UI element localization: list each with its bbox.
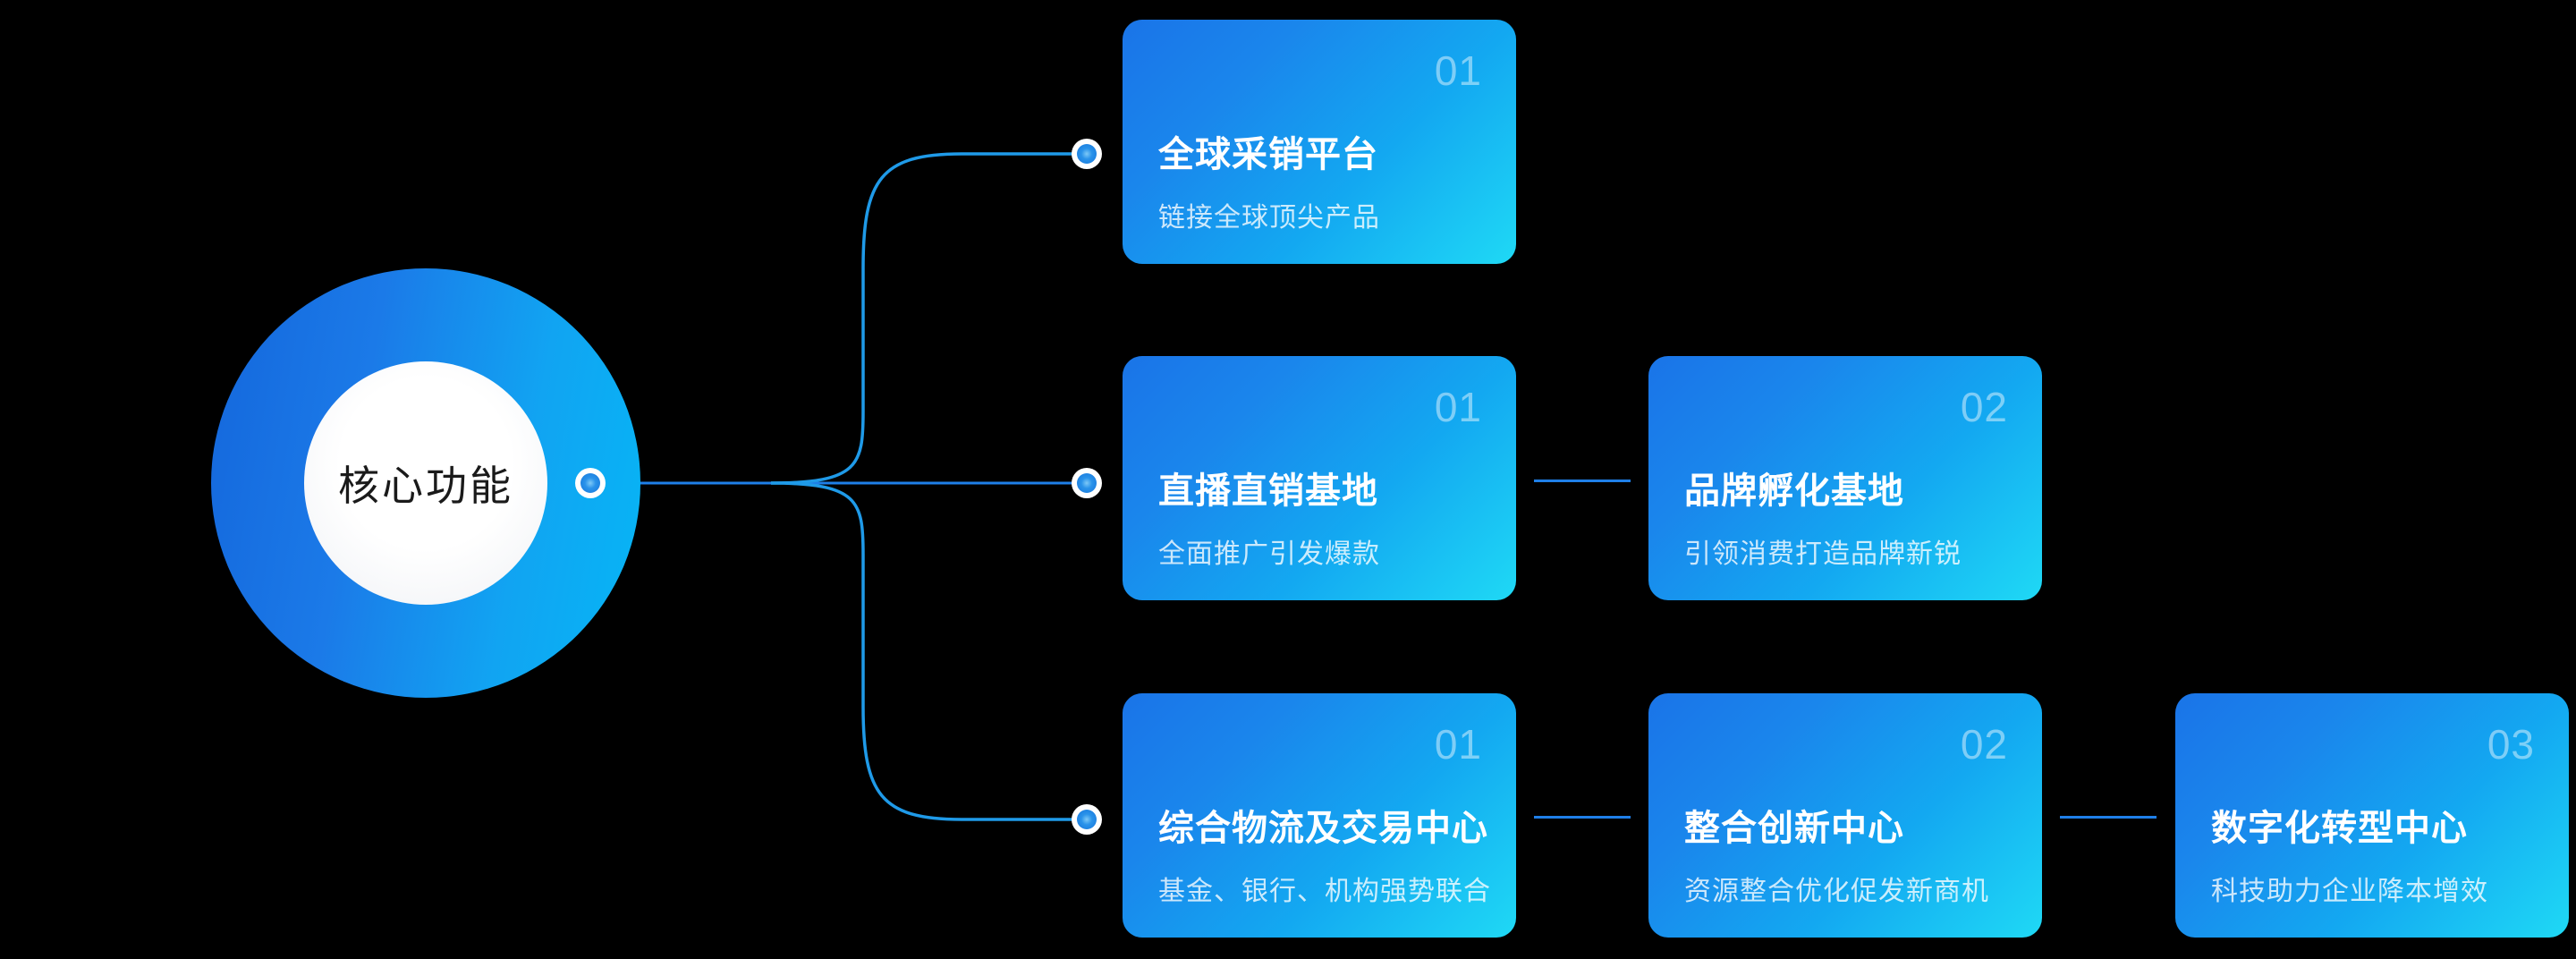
- node-dot-branch-1[interactable]: [1072, 139, 1102, 169]
- card-number: 02: [1960, 384, 2008, 430]
- card-title: 品牌孵化基地: [1684, 471, 1904, 511]
- card-logistics-trading-center[interactable]: 01 综合物流及交易中心 基金、银行、机构强势联合: [1123, 693, 1516, 938]
- card-title: 直播直销基地: [1158, 471, 1378, 511]
- card-subtitle: 引领消费打造品牌新锐: [1684, 539, 1962, 569]
- card-subtitle: 科技助力企业降本增效: [2211, 877, 2488, 906]
- card-integrated-innovation-center[interactable]: 02 整合创新中心 资源整合优化促发新商机: [1648, 693, 2042, 938]
- card-number: 01: [1434, 384, 1482, 430]
- card-title: 数字化转型中心: [2211, 809, 2468, 848]
- card-live-streaming-base[interactable]: 01 直播直销基地 全面推广引发爆款: [1123, 356, 1516, 600]
- node-dot-branch-2[interactable]: [1072, 468, 1102, 498]
- card-subtitle: 基金、银行、机构强势联合: [1158, 877, 1491, 906]
- card-brand-incubation-base[interactable]: 02 品牌孵化基地 引领消费打造品牌新锐: [1648, 356, 2042, 600]
- connector-branch-top: [770, 152, 1087, 485]
- card-number: 03: [2487, 721, 2535, 768]
- card-title: 全球采销平台: [1158, 135, 1378, 174]
- card-digital-transformation-center[interactable]: 03 数字化转型中心 科技助力企业降本增效: [2175, 693, 2569, 938]
- hub-label: 核心功能: [338, 463, 513, 509]
- card-link-row3-2-3: [2060, 816, 2157, 819]
- card-number: 02: [1960, 721, 2008, 768]
- card-subtitle: 资源整合优化促发新商机: [1684, 877, 1989, 906]
- connector-branch-bottom: [770, 481, 1087, 821]
- card-global-sourcing-platform[interactable]: 01 全球采销平台 链接全球顶尖产品: [1123, 20, 1516, 264]
- card-link-row3-1-2: [1534, 816, 1631, 819]
- node-dot-hub[interactable]: [575, 468, 606, 498]
- card-subtitle: 全面推广引发爆款: [1158, 539, 1380, 569]
- card-title: 整合创新中心: [1684, 809, 1904, 848]
- card-link-row2-1-2: [1534, 480, 1631, 482]
- node-dot-branch-3[interactable]: [1072, 804, 1102, 835]
- card-subtitle: 链接全球顶尖产品: [1158, 203, 1380, 233]
- card-number: 01: [1434, 47, 1482, 94]
- card-title: 综合物流及交易中心: [1158, 809, 1488, 848]
- hub-circle[interactable]: 核心功能: [211, 268, 640, 698]
- card-number: 01: [1434, 721, 1482, 768]
- hub-inner-circle: 核心功能: [304, 361, 547, 605]
